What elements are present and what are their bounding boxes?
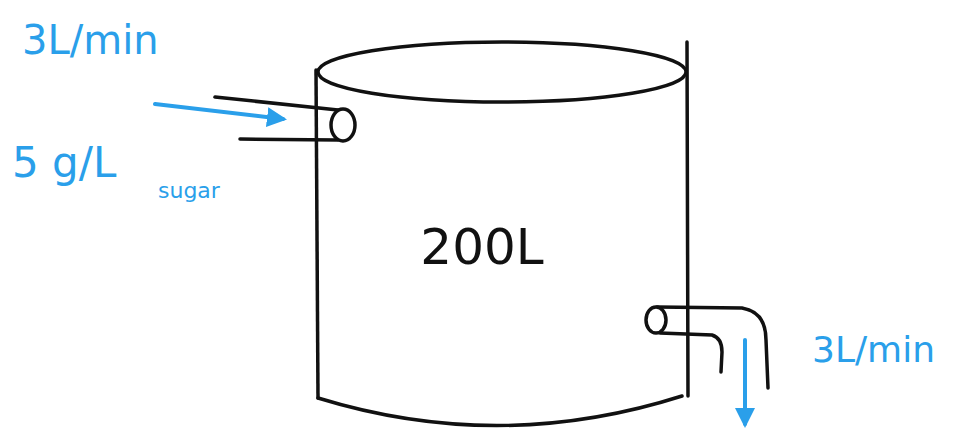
flow-label: 3L/min [22, 20, 159, 60]
tank-top [318, 42, 686, 102]
volume-label: 200L [420, 222, 543, 272]
tank: 200L [310, 30, 700, 430]
tank-wall [687, 42, 688, 396]
substance-label: sugar [158, 180, 220, 202]
inlet-pipe [240, 139, 338, 140]
inflow-arrow [155, 104, 283, 119]
outflow-arrow [743, 340, 747, 424]
flow-label: 5 g/L [12, 142, 116, 184]
outlet-pipe [657, 307, 768, 388]
tank-wall [316, 70, 318, 398]
tank-bottom [318, 396, 682, 426]
flow-label: 3L/min [812, 332, 935, 368]
inlet-opening [331, 109, 355, 141]
inlet-pipe [215, 97, 338, 110]
outlet-pipe [660, 333, 722, 372]
outlet-opening [646, 307, 666, 333]
